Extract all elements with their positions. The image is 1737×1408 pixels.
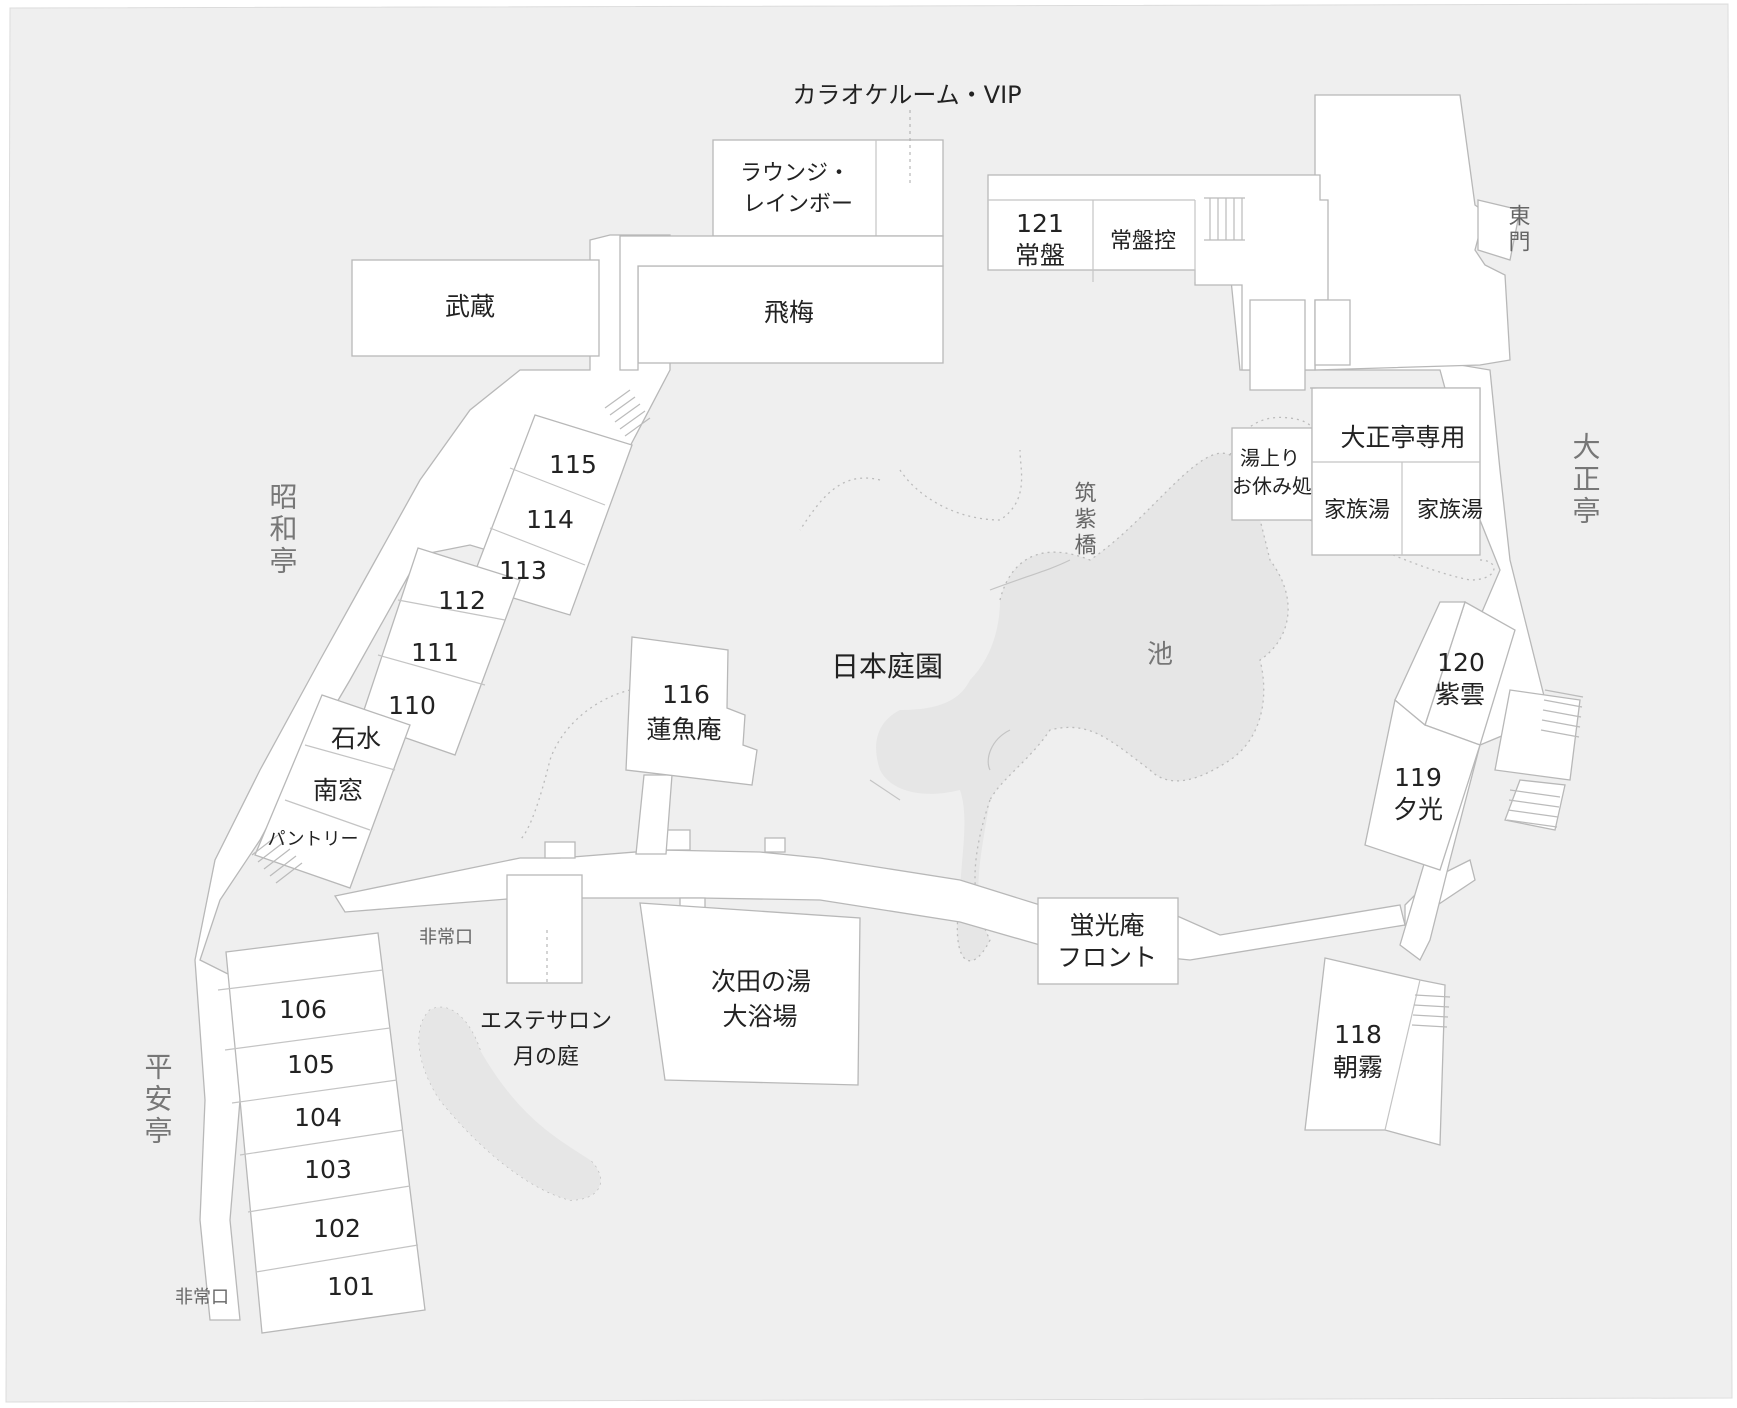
label-family-bath-1: 家族湯: [1324, 498, 1390, 523]
room-116: [625, 636, 758, 786]
label-room-116-number: 116: [662, 680, 710, 709]
wing-label-showa: 昭和亭: [266, 482, 299, 578]
label-room-115: 115: [549, 450, 597, 479]
label-hibai: 飛梅: [764, 298, 814, 327]
label-room-119-number: 119: [1394, 763, 1442, 792]
label-esthe-line2: 月の庭: [513, 1045, 579, 1070]
tsugita-large-bath: [639, 902, 861, 1086]
label-bath-line1: 次田の湯: [711, 967, 811, 996]
label-room-119-name: 夕光: [1393, 795, 1443, 824]
label-yuagari-line1: 湯上り: [1240, 446, 1300, 470]
room-118: [1304, 957, 1446, 1146]
label-room-121-name: 常盤: [1015, 241, 1065, 270]
rooms-sekisui-nanso: [254, 694, 411, 889]
lounge-rainbow: [712, 139, 944, 237]
label-room-102: 102: [313, 1214, 361, 1243]
taisho-private-block: [1311, 387, 1481, 556]
label-emergency-exit-north: 非常口: [419, 927, 473, 948]
label-room-120-name: 紫雲: [1435, 680, 1485, 709]
label-room-118-name: 朝霧: [1333, 1053, 1383, 1082]
label-room-106: 106: [279, 995, 327, 1024]
room-musashi: [351, 259, 600, 357]
wing-label-taisho: 大正亭: [1569, 432, 1602, 528]
label-keikoan-line1: 蛍光庵: [1069, 911, 1144, 940]
room-hibai: [637, 265, 944, 364]
esthe-building: [506, 874, 583, 984]
label-japanese-garden: 日本庭園: [831, 650, 943, 683]
rooms-101-106: [225, 932, 426, 1334]
label-family-bath-2: 家族湯: [1417, 498, 1483, 523]
label-room-103: 103: [304, 1155, 352, 1184]
label-pond: 池: [1147, 640, 1173, 670]
label-tokiwa-hikae: 常盤控: [1110, 229, 1176, 254]
label-room-112: 112: [438, 586, 486, 615]
label-room-116-name: 蓮魚庵: [646, 715, 721, 744]
label-lounge-line1: ラウンジ・: [740, 161, 850, 186]
label-nanso: 南窓: [313, 776, 363, 805]
label-room-101: 101: [327, 1272, 375, 1301]
label-taisho-private: 大正亭専用: [1340, 423, 1465, 452]
label-esthe-line1: エステサロン: [480, 1009, 612, 1034]
label-room-105: 105: [287, 1050, 335, 1079]
label-higashimon: 東門: [1505, 204, 1531, 256]
label-room-118-number: 118: [1334, 1020, 1382, 1049]
label-room-120-number: 120: [1437, 648, 1485, 677]
label-room-104: 104: [294, 1103, 342, 1132]
label-room-110: 110: [388, 691, 436, 720]
label-sekisui: 石水: [331, 724, 381, 753]
label-room-121-number: 121: [1016, 209, 1064, 238]
label-musashi: 武蔵: [445, 292, 495, 321]
label-lounge-line2: レインボー: [743, 192, 853, 217]
garden-paths: [869, 559, 1071, 801]
label-room-113: 113: [499, 556, 547, 585]
label-karaoke-vip: カラオケルーム・VIP: [792, 81, 1021, 109]
keikoan-front: [1037, 897, 1179, 985]
label-emergency-exit-south: 非常口: [175, 1287, 229, 1308]
label-yuagari-line2: お休み処: [1232, 474, 1312, 498]
label-pantry: パントリー: [268, 829, 359, 850]
label-keikoan-line2: フロント: [1057, 943, 1157, 972]
label-bath-line2: 大浴場: [722, 1002, 797, 1031]
label-room-111: 111: [411, 638, 459, 667]
wing-label-heian: 平安亭: [141, 1052, 174, 1148]
label-tsukushi-bridge: 筑紫橋: [1071, 481, 1097, 559]
label-room-114: 114: [526, 505, 574, 534]
rooms-110-112: [359, 547, 521, 756]
